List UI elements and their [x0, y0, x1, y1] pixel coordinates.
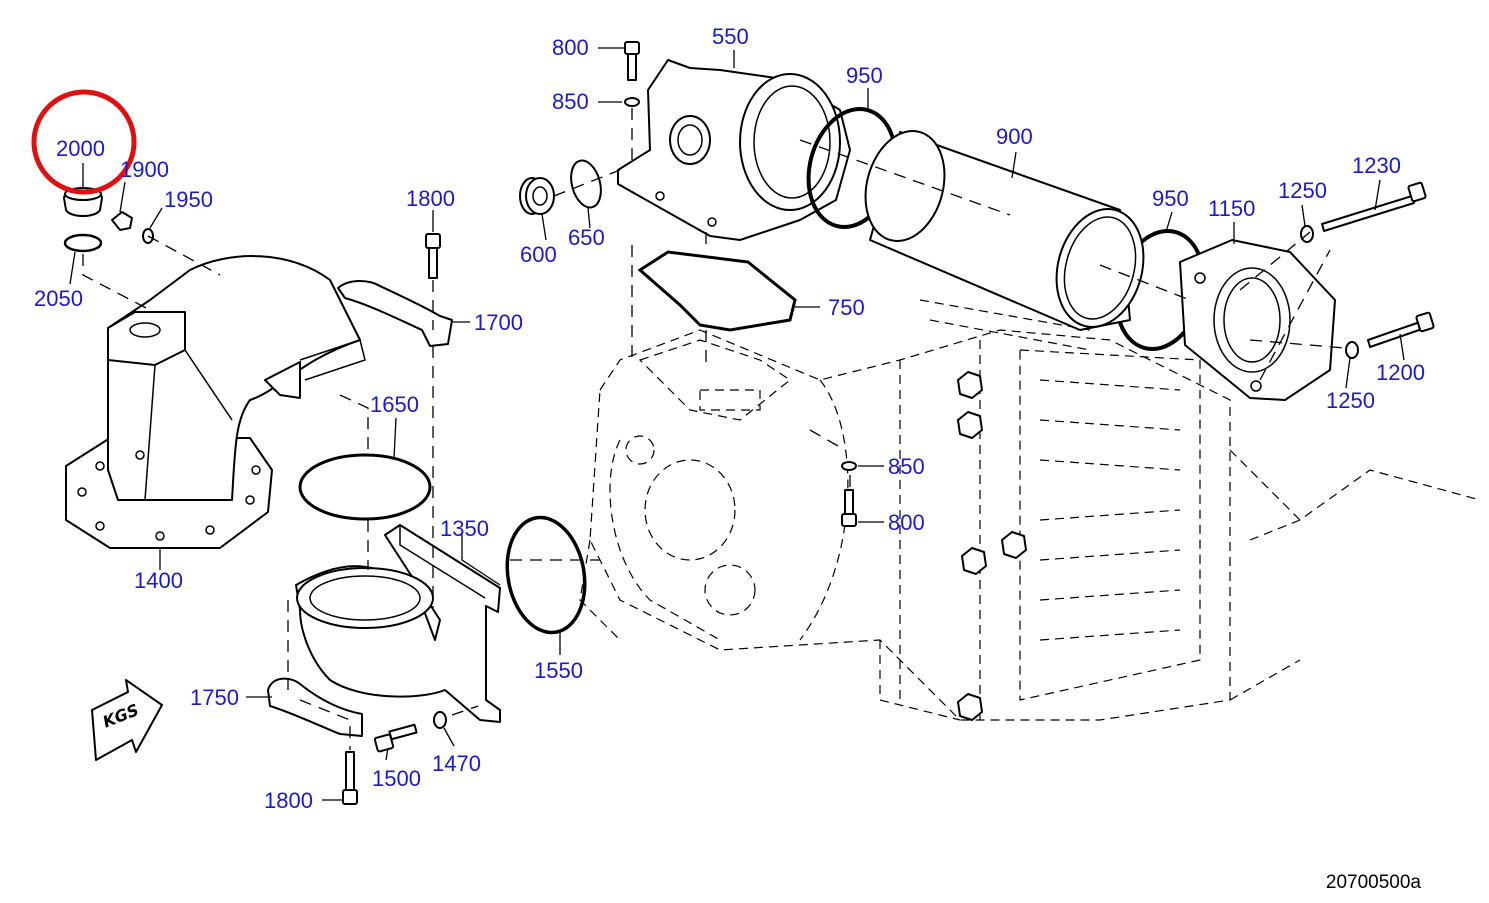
flange-part-1150 — [1179, 239, 1336, 401]
callout-label: 1550 — [534, 658, 583, 683]
tube-part-900 — [864, 130, 1145, 331]
callout-label: 1250 — [1326, 388, 1375, 413]
hex-nut-icon — [957, 371, 983, 399]
o-ring-part-2050 — [63, 233, 103, 253]
gearbox-housing-ghost — [579, 299, 1481, 721]
callout-label: 850 — [552, 89, 589, 114]
bolt-part-1200 — [1367, 311, 1435, 348]
washer-part-1470 — [433, 711, 447, 729]
callout-label: 1500 — [372, 766, 421, 791]
bolt-part-1800-top — [425, 233, 441, 279]
o-ring-part-1550 — [505, 515, 587, 635]
clamp-part-1750 — [267, 677, 363, 737]
callout-label: 800 — [888, 510, 925, 535]
callout-label: 950 — [846, 63, 883, 88]
snap-ring-part-650 — [570, 159, 602, 209]
hex-nut-icon — [957, 411, 983, 439]
bolt-part-1500 — [373, 723, 418, 753]
bolt-part-1800-bottom — [342, 751, 358, 805]
housing-part-550 — [617, 59, 851, 241]
bolt-part-800-mid — [841, 489, 857, 527]
clamp-part-1700 — [337, 280, 453, 347]
flange-elbow-part-1350 — [295, 524, 501, 723]
bolt-part-800-top — [624, 41, 640, 81]
gasket-part-750 — [637, 250, 797, 332]
callout-label: 600 — [520, 242, 557, 267]
drawing-reference-code: 20700500a — [1325, 872, 1421, 893]
callout-label: 1750 — [190, 685, 239, 710]
hex-nut-icon — [957, 693, 983, 721]
direction-arrow-icon — [91, 679, 163, 761]
callout-label: 1230 — [1352, 153, 1401, 178]
callout-label: 550 — [712, 24, 749, 49]
callout-label: 1350 — [440, 516, 489, 541]
callout-label: 1650 — [370, 392, 419, 417]
callout-label: 2050 — [34, 286, 83, 311]
bolt-part-1230 — [1321, 181, 1427, 232]
callout-label: 1400 — [134, 568, 183, 593]
plug-part-600 — [519, 177, 555, 215]
washer-part-850-top — [624, 97, 640, 107]
callout-label: 1200 — [1376, 360, 1425, 385]
hex-nut-icon — [1001, 531, 1027, 559]
callout-label: 1470 — [432, 751, 481, 776]
callout-label: 950 — [1152, 186, 1189, 211]
assembly-axis-lines — [82, 108, 1346, 750]
washer-part-850-mid — [841, 461, 857, 471]
hex-nut-icon — [961, 547, 987, 575]
leader-lines — [69, 47, 1405, 801]
callout-label: 850 — [888, 454, 925, 479]
callout-label: 1700 — [474, 310, 523, 335]
callout-label: 1900 — [120, 157, 169, 182]
washer-part-1250-bottom — [1345, 341, 1359, 359]
callout-label: 2000 — [56, 136, 105, 161]
callout-label: 900 — [996, 124, 1033, 149]
callout-label: 1950 — [164, 187, 213, 212]
callout-label: 1250 — [1278, 178, 1327, 203]
callout-label: 1800 — [406, 186, 455, 211]
callout-label: 650 — [568, 225, 605, 250]
elbow-pipe-part-1400 — [65, 255, 366, 549]
callout-label: 1800 — [264, 788, 313, 813]
fitting-part-1900 — [111, 211, 133, 231]
callout-label: 1150 — [1208, 196, 1256, 221]
housing-bolts — [957, 371, 1027, 721]
highlight-circle-icon — [31, 89, 137, 195]
callout-label: 750 — [828, 295, 865, 320]
callout-label: 800 — [552, 35, 589, 60]
o-ring-part-1650 — [298, 453, 432, 521]
